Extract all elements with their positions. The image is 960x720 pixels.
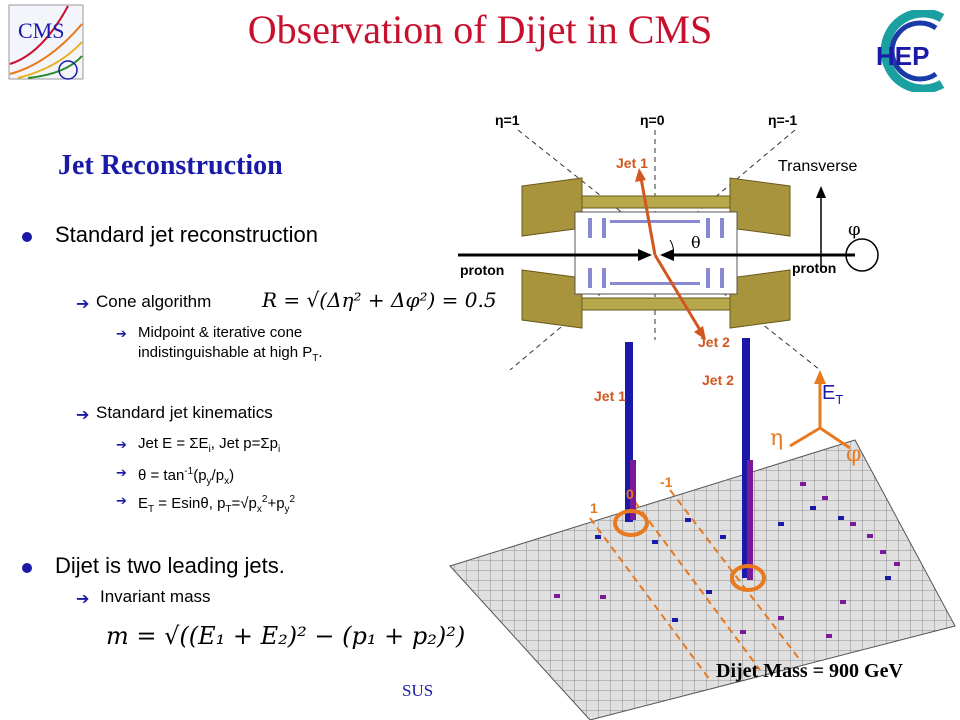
- phi-axis: [819, 426, 851, 450]
- item-arrow-icon: ➔: [116, 466, 127, 481]
- jet1-tower: [625, 342, 633, 522]
- phi-rotation-icon: [845, 238, 879, 272]
- jet1-arrowhead: [635, 168, 646, 182]
- item-arrow-icon: ➔: [116, 494, 127, 509]
- phi-axis-label: φ: [846, 442, 862, 467]
- sub-bullet-arrow-icon: ➔: [76, 405, 90, 424]
- item-theta: θ = tan-1(py/px): [138, 466, 235, 487]
- barrel-top: [581, 195, 731, 209]
- eta-tick-1: 1: [590, 500, 598, 516]
- bullet-dijet: Dijet is two leading jets.: [55, 553, 285, 578]
- eta-axis: [789, 426, 821, 448]
- beam-left-arrowhead: [638, 249, 652, 261]
- jet1-tower-side: [630, 460, 636, 520]
- eta-tick-0: 0: [626, 486, 634, 502]
- page-title: Observation of Dijet in CMS: [247, 7, 713, 52]
- barrel-bottom: [581, 297, 731, 311]
- lego-grid-plane: [449, 439, 956, 720]
- cone-formula: R = √(Δη² + Δφ²) = 0.5: [262, 288, 497, 312]
- eta-label-pos1: η=1: [495, 112, 520, 128]
- diagram-jet2-label: Jet 2: [698, 334, 730, 350]
- section-heading: Jet Reconstruction: [58, 150, 283, 181]
- et-axis-arrowhead: [814, 370, 826, 384]
- item-arrow-icon: ➔: [116, 327, 127, 342]
- diagram-jet1-label: Jet 1: [616, 155, 648, 171]
- invariant-mass-formula: m = √((E₁ + E₂)² − (p₁ + p₂)²): [106, 622, 466, 650]
- hep-logo-text: HEP: [876, 41, 929, 71]
- jet2-cone: [730, 564, 766, 592]
- jet2-arrowhead: [694, 326, 706, 340]
- detector-diagram: [458, 129, 879, 370]
- eta-dash-1: [589, 517, 711, 681]
- bullet-dot-1: [22, 232, 32, 242]
- item-midpoint: Midpoint & iterative cone indistinguisha…: [138, 324, 323, 364]
- proton-right-label: proton: [792, 260, 837, 276]
- item-jet-energy: Jet E = ΣEi, Jet p=Σpi: [138, 435, 281, 455]
- dijet-mass-label: Dijet Mass = 900 GeV: [716, 660, 903, 682]
- jet2-tower: [742, 338, 750, 578]
- sub-bullet-cone: Cone algorithm: [96, 292, 212, 311]
- phi-label: φ: [848, 219, 861, 240]
- cms-logo-text: CMS: [18, 18, 64, 43]
- jet2-tower-side: [747, 460, 753, 580]
- theta-arc: [669, 239, 674, 261]
- item-et: ET = Esinθ, pT=√px2+py2: [138, 494, 296, 515]
- lego-jet1-label: Jet 1: [594, 388, 626, 404]
- footer-text: SUS: [402, 681, 434, 700]
- eta-axis-label: η: [770, 426, 784, 451]
- sub-bullet-arrow-icon: ➔: [76, 589, 90, 608]
- endcap-right-bottom: [729, 269, 791, 329]
- proton-left-label: proton: [460, 262, 505, 278]
- sub-bullet-invariant-mass: Invariant mass: [100, 587, 211, 606]
- jet1-arrow: [639, 177, 657, 256]
- endcap-right-top: [729, 177, 791, 237]
- transverse-label: Transverse: [778, 158, 858, 175]
- eta-tick-m1: -1: [660, 474, 673, 490]
- lego-plot: [449, 338, 956, 720]
- sub-bullet-kinematics: Standard jet kinematics: [96, 403, 273, 422]
- bullet-dot-2: [22, 563, 32, 573]
- transverse-arrowhead: [816, 186, 826, 198]
- eta-label-zero: η=0: [640, 112, 665, 128]
- item-arrow-icon: ➔: [116, 438, 127, 453]
- eta-dash-0: [634, 501, 761, 671]
- lego-jet2-label: Jet 2: [702, 372, 734, 388]
- cms-logo: CMS: [8, 4, 84, 80]
- beam-right-arrowhead: [660, 249, 674, 261]
- sub-bullet-arrow-icon: ➔: [76, 294, 90, 313]
- bullet-jet-reco: Standard jet reconstruction: [55, 222, 318, 247]
- et-axis-label: ET: [822, 382, 844, 407]
- hep-logo: HEP: [856, 8, 952, 94]
- endcap-left-top: [521, 177, 583, 237]
- jet2-arrow: [653, 254, 702, 331]
- eta-label-neg1: η=-1: [768, 112, 798, 128]
- endcap-left-bottom: [521, 269, 583, 329]
- eta-line-neg1: [509, 129, 796, 370]
- theta-label: θ: [691, 233, 701, 252]
- jet1-cone: [613, 509, 649, 537]
